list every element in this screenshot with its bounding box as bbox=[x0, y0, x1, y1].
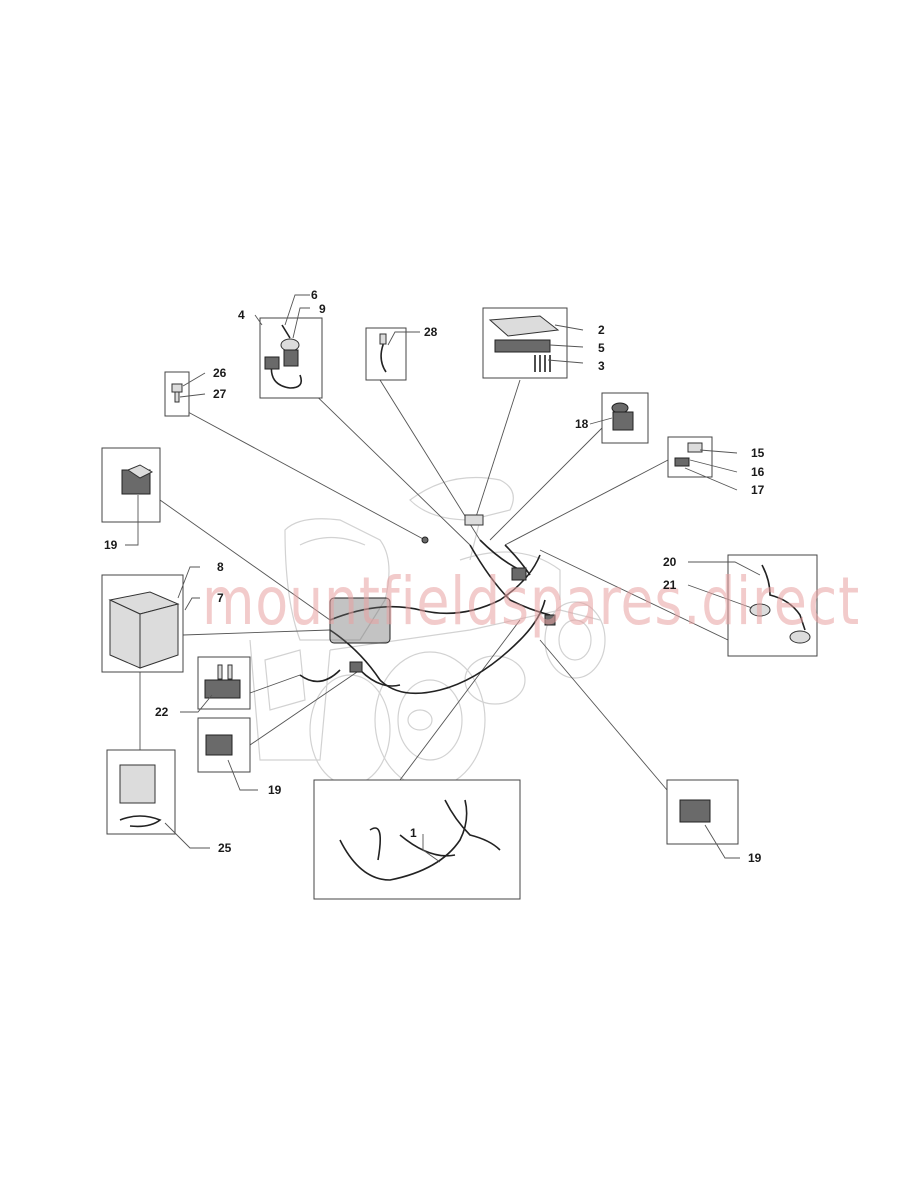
callout-26: 26 bbox=[213, 366, 227, 380]
ignition-switch-box bbox=[259, 317, 323, 399]
callout-19-mid: 19 bbox=[268, 783, 282, 797]
callout-3: 3 bbox=[598, 359, 605, 373]
callout-17: 17 bbox=[751, 483, 765, 497]
fuse-box bbox=[482, 307, 568, 379]
headlight-box bbox=[727, 554, 818, 657]
bolt-box bbox=[164, 371, 190, 417]
callout-1: 1 bbox=[410, 826, 417, 840]
callout-16: 16 bbox=[751, 465, 765, 479]
callout-5: 5 bbox=[598, 341, 605, 355]
callout-27: 27 bbox=[213, 387, 227, 401]
callout-2: 2 bbox=[598, 323, 605, 337]
callout-labels: 4 6 9 28 2 5 3 26 27 18 15 16 17 19 8 7 … bbox=[104, 288, 765, 865]
callout-18: 18 bbox=[575, 417, 589, 431]
relay-box bbox=[197, 656, 251, 710]
charger-box bbox=[106, 749, 176, 835]
callout-19-right: 19 bbox=[748, 851, 762, 865]
harness-box bbox=[313, 779, 521, 900]
callout-20: 20 bbox=[663, 555, 677, 569]
switch-box-mid-left bbox=[197, 717, 251, 773]
callout-21: 21 bbox=[663, 578, 677, 592]
callout-4: 4 bbox=[238, 308, 245, 322]
callout-19-top-left: 19 bbox=[104, 538, 118, 552]
button-switch-box bbox=[601, 392, 649, 444]
main-harness-wiring bbox=[299, 514, 556, 695]
callout-15: 15 bbox=[751, 446, 765, 460]
switch-box-top-left bbox=[101, 447, 161, 523]
callout-7: 7 bbox=[217, 591, 224, 605]
watermark: mountfieldspares.direct bbox=[202, 563, 860, 640]
wire-box bbox=[365, 327, 407, 381]
callout-28: 28 bbox=[424, 325, 438, 339]
callout-8: 8 bbox=[217, 560, 224, 574]
callout-9: 9 bbox=[319, 302, 326, 316]
battery-box bbox=[101, 574, 184, 673]
callout-6: 6 bbox=[311, 288, 318, 302]
callout-25: 25 bbox=[218, 841, 232, 855]
callout-22: 22 bbox=[155, 705, 169, 719]
leader-lines bbox=[139, 379, 729, 791]
callout-leaders bbox=[125, 294, 761, 863]
connector-box bbox=[667, 436, 713, 478]
switch-box-right bbox=[666, 779, 739, 845]
